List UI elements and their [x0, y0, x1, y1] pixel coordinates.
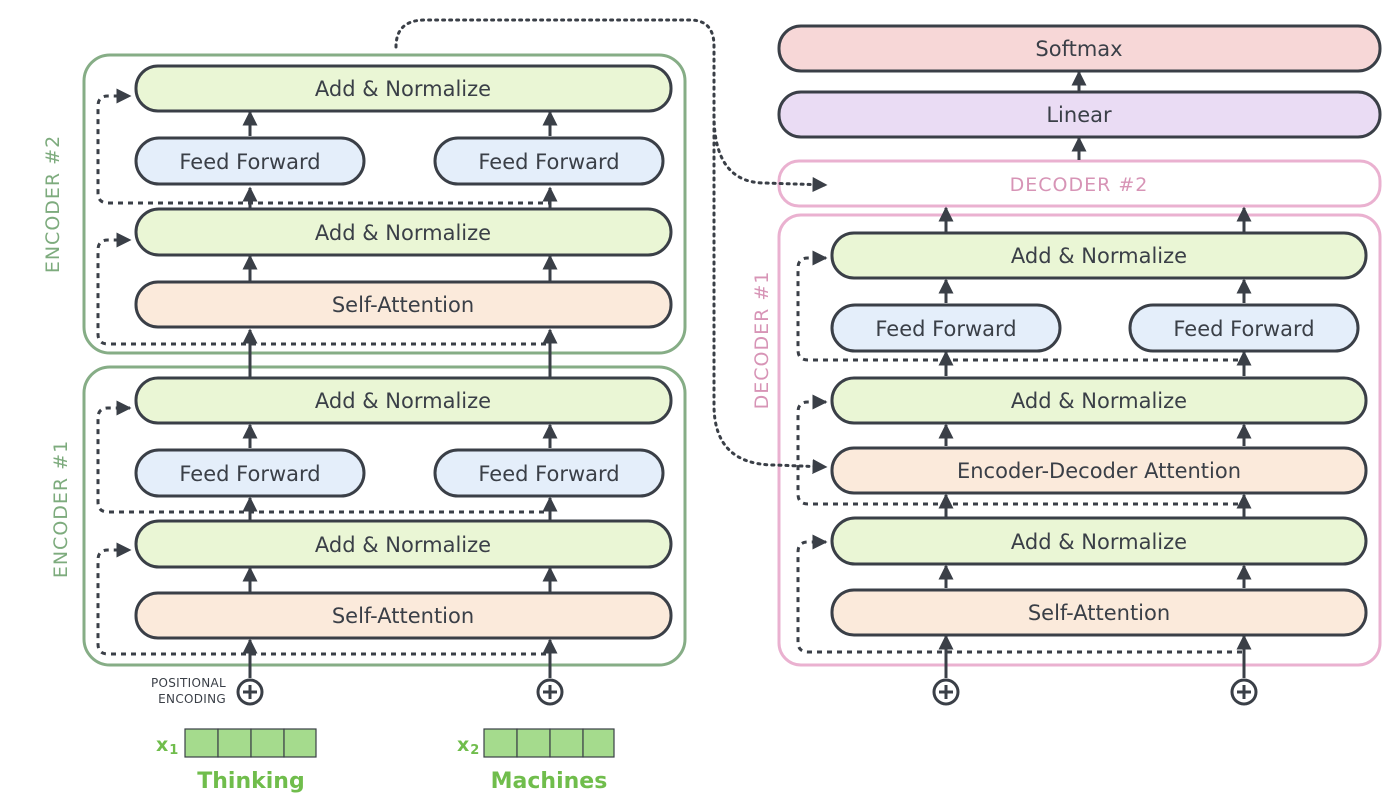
encoder-1-feed-forward-1: Feed Forward [134, 448, 366, 498]
positional-encoding-plus-icon [236, 678, 264, 706]
input-embedding-x2 [483, 728, 615, 758]
decoder-1-label: DECODER #1 [751, 271, 773, 410]
box-label: Self-Attention [1028, 601, 1170, 625]
input-x2-label: x2 [457, 734, 479, 758]
input-x1-label: x1 [156, 734, 178, 758]
encoder-1-self-attention: Self-Attention [134, 591, 673, 640]
box-label: Feed Forward [179, 150, 320, 174]
box-label: Self-Attention [332, 293, 474, 317]
encoder-2-feed-forward-2: Feed Forward [433, 136, 665, 186]
encoder-1-add-normalize-bottom: Add & Normalize [134, 519, 673, 569]
positional-encoding-plus-icon [536, 678, 564, 706]
encoder-2-add-normalize-bottom: Add & Normalize [134, 207, 673, 257]
decoder-add-normalize-bottom: Add & Normalize [830, 516, 1368, 566]
encoder-2-add-normalize-top: Add & Normalize [134, 64, 673, 113]
decoder-add-normalize-mid: Add & Normalize [830, 376, 1368, 425]
decoder-feed-forward-2: Feed Forward [1128, 303, 1360, 353]
decoder-2-container [777, 159, 1382, 208]
box-label: Feed Forward [478, 150, 619, 174]
box-label: Add & Normalize [315, 533, 491, 557]
box-label: Add & Normalize [315, 389, 491, 413]
box-label: Add & Normalize [315, 77, 491, 101]
box-label: Linear [1046, 103, 1112, 127]
positional-encoding-plus-icon [1230, 678, 1258, 706]
decoder-1-container [777, 213, 1382, 667]
input-word-2: Machines [491, 769, 608, 794]
encoder-1-label: ENCODER #1 [50, 440, 72, 578]
box-label: Feed Forward [478, 462, 619, 486]
encoder-2-self-attention: Self-Attention [134, 280, 673, 329]
positional-encoding-plus-icon [932, 678, 960, 706]
input-word-1: Thinking [197, 769, 304, 794]
encoder-1-add-normalize-top: Add & Normalize [134, 376, 673, 425]
input-embedding-x1 [184, 728, 317, 758]
encoder-1-container [82, 365, 687, 667]
box-label: Feed Forward [875, 317, 1016, 341]
box-label: Feed Forward [179, 462, 320, 486]
box-label: Feed Forward [1173, 317, 1314, 341]
positional-encoding-label-line2: ENCODING [158, 692, 226, 706]
box-label: Encoder-Decoder Attention [957, 459, 1241, 483]
decoder-add-normalize-top: Add & Normalize [830, 231, 1368, 280]
decoder-feed-forward-1: Feed Forward [830, 303, 1062, 353]
box-label: Add & Normalize [1011, 530, 1187, 554]
positional-encoding-label-line1: POSITIONAL [151, 676, 226, 690]
box-label: Softmax [1035, 37, 1122, 61]
box-label: Add & Normalize [1011, 389, 1187, 413]
encoder-2-label: ENCODER #2 [42, 135, 64, 273]
encoder-output-connections [394, 18, 828, 474]
decoder-encoder-decoder-attention: Encoder-Decoder Attention [830, 446, 1368, 495]
encoder-2-feed-forward-1: Feed Forward [134, 136, 366, 186]
box-label: Self-Attention [332, 604, 474, 628]
linear-box: Linear [777, 90, 1382, 139]
decoder-self-attention: Self-Attention [830, 588, 1368, 637]
decoder-2-label: DECODER #2 [1010, 174, 1149, 196]
flow-arrows [242, 70, 1252, 678]
encoder-2-container [82, 53, 687, 355]
box-label: Add & Normalize [315, 221, 491, 245]
box-label: Add & Normalize [1011, 244, 1187, 268]
softmax-box: Softmax [777, 24, 1382, 73]
encoder-1-feed-forward-2: Feed Forward [433, 448, 665, 498]
